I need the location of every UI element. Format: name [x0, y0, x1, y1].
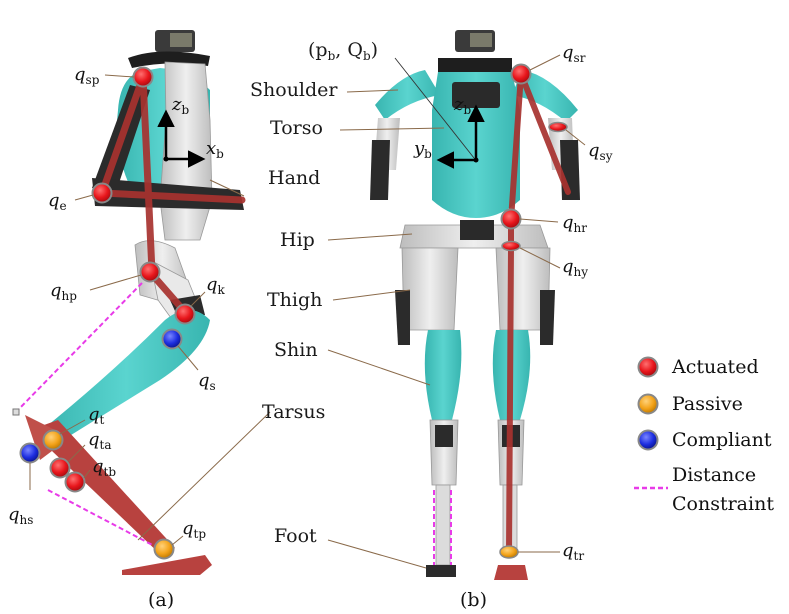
label-zb-b: zb [453, 94, 471, 117]
panel-a-joints [19, 66, 196, 560]
panel-a-robot: qsp qe qhp qk qs qt qta qtb qhs qtp zb x… [8, 30, 325, 611]
label-q-hr: qhr [562, 212, 587, 235]
legend-distance-label-1: Distance [672, 464, 756, 486]
label-q-sr: qsr [562, 42, 586, 65]
joint-sy-actuated [548, 121, 568, 133]
joint-hy-actuated [501, 240, 521, 252]
joint-hr-actuated [500, 208, 522, 230]
label-q-e: qe [48, 190, 67, 213]
legend-compliant-swatch [637, 429, 659, 451]
joint-ta-actuated [49, 457, 71, 479]
label-shoulder: Shoulder [250, 79, 338, 101]
label-yb-b: yb [413, 138, 432, 161]
label-q-tp: qtp [182, 518, 206, 541]
joint-hp-actuated [139, 261, 161, 283]
joint-t-passive [42, 429, 64, 451]
foot-left [426, 565, 456, 577]
joint-s-compliant [161, 328, 183, 350]
legend-actuated-swatch [637, 356, 659, 378]
legend-passive-label: Passive [672, 393, 743, 415]
panel-b-robot: (pb, Qb) zb yb Shoulder Torso Hip Thigh … [250, 30, 613, 611]
label-zb-a: zb [171, 94, 189, 117]
caption-a: (a) [148, 589, 174, 611]
caption-b: (b) [460, 589, 487, 611]
label-tarsus: Tarsus [262, 401, 325, 423]
label-torso: Torso [270, 117, 323, 139]
legend: Actuated Passive Compliant Distance Cons… [634, 356, 774, 515]
label-xb-a: xb [206, 138, 224, 161]
foot-side [122, 555, 212, 575]
foot-right [494, 565, 528, 580]
thigh-left [401, 247, 459, 331]
label-q-hs: qhs [8, 504, 33, 527]
legend-distance-label-2: Constraint [672, 493, 774, 515]
label-q-t: qt [88, 404, 105, 427]
label-pose: (pb, Qb) [308, 39, 378, 63]
legend-compliant-label: Compliant [672, 429, 772, 451]
label-q-hy: qhy [562, 256, 588, 279]
body-frame-a [157, 109, 206, 168]
forearm-left [370, 140, 390, 200]
label-q-sp: qsp [74, 64, 100, 87]
label-q-tr: qtr [562, 540, 584, 563]
label-foot: Foot [274, 525, 317, 547]
label-q-tb: qtb [92, 456, 116, 479]
joint-k-actuated [174, 303, 196, 325]
joint-sp-actuated [132, 66, 154, 88]
shin-left [424, 330, 462, 420]
label-hand: Hand [268, 167, 320, 189]
joint-hs-compliant [19, 442, 41, 464]
joint-tr-passive [499, 545, 519, 559]
label-hip: Hip [280, 229, 315, 251]
label-q-ta: qta [88, 429, 112, 452]
label-shin: Shin [274, 339, 318, 361]
label-q-s: qs [198, 370, 216, 393]
body-frame-b [436, 104, 485, 169]
shoulder-right [512, 70, 578, 122]
label-q-k: qk [206, 274, 226, 297]
legend-actuated-label: Actuated [671, 356, 759, 378]
joint-e-actuated [91, 182, 113, 204]
joint-tp-passive [153, 538, 175, 560]
joint-tb-actuated [64, 471, 86, 493]
tarsus-side [30, 420, 175, 556]
label-q-sy: qsy [588, 140, 613, 163]
shoulder-left [375, 70, 440, 120]
joint-sr-actuated [510, 63, 532, 85]
label-thigh: Thigh [267, 289, 322, 311]
legend-passive-swatch [637, 393, 659, 415]
shin-side [42, 310, 210, 445]
label-q-hp: qhp [50, 280, 77, 303]
